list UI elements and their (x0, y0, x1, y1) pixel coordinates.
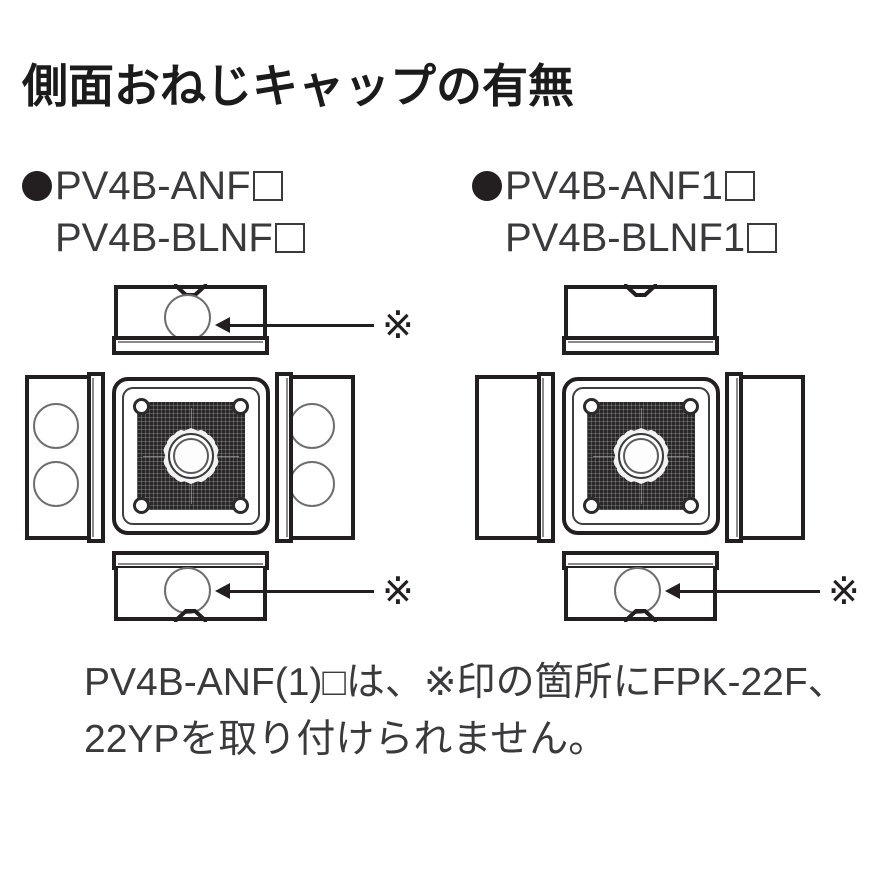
reference-mark: ※ (382, 569, 414, 613)
model-label-row: PV4B-BLNF1 (472, 212, 778, 264)
flange-line (568, 563, 713, 565)
callout-leader-line (215, 317, 374, 333)
callout-leader-line (215, 583, 374, 599)
reference-mark: ※ (382, 303, 414, 347)
flange-line (542, 378, 544, 537)
flange-line (92, 378, 94, 537)
model-label-row: PV4B-BLNF (22, 212, 305, 264)
knockout-hole (289, 403, 335, 449)
side-view-body (475, 375, 537, 540)
corner-screw-boss (583, 398, 600, 415)
knockout-hole (164, 294, 211, 341)
box-rim (122, 387, 260, 525)
page-title: 側面おねじキャップの有無 (22, 60, 574, 112)
corner-screw-boss (682, 497, 699, 514)
model-name: PV4B-ANF (55, 163, 251, 208)
knockout-hole (33, 461, 79, 507)
flange-line (286, 378, 288, 537)
model-label-row: PV4B-ANF (22, 160, 305, 212)
corner-screw-boss (232, 398, 249, 415)
model-label-column-right: PV4B-ANF1 PV4B-BLNF1 (472, 160, 778, 264)
filled-circle-icon (472, 171, 502, 201)
right-side-view-right (725, 372, 805, 543)
bottom-view-right (562, 551, 719, 622)
model-name: PV4B-BLNF (55, 215, 273, 260)
model-name: PV4B-BLNF1 (505, 215, 746, 260)
knockout-hole (33, 403, 79, 449)
side-view-body (293, 375, 355, 540)
left-side-view-right (475, 372, 555, 543)
top-view-left (112, 284, 269, 355)
callout-bottom-right-diagram: ※ (665, 569, 860, 613)
box-textured-field (137, 402, 245, 510)
top-view-flange (562, 336, 719, 355)
empty-square-icon (724, 171, 755, 201)
knockout-hole (614, 567, 661, 614)
diagram-left: ※ ※ (18, 283, 438, 623)
flange-line (736, 378, 738, 537)
footnote-text: PV4B-ANF(1)□は、※印の箇所にFPK-22F、22YPを取り付けられま… (84, 661, 847, 761)
side-view-flange (87, 372, 105, 543)
knockout-hole (289, 461, 335, 507)
model-name: PV4B-ANF1 (505, 163, 723, 208)
boss-inner-hole (623, 438, 659, 474)
flange-line (568, 341, 713, 343)
diagram-right: ※ (468, 283, 886, 623)
notch-icon (624, 609, 657, 622)
side-view-body (25, 375, 87, 540)
bottom-view-left (112, 551, 269, 622)
box-outer-shell (562, 377, 720, 535)
knockout-hole (164, 567, 211, 614)
top-view-right (562, 284, 719, 355)
side-view-flange (275, 372, 293, 543)
callout-top-left-diagram: ※ (215, 303, 414, 347)
side-view-body (743, 375, 805, 540)
empty-square-icon (274, 223, 305, 253)
top-view-flange (112, 336, 269, 355)
callout-bottom-left-diagram: ※ (215, 569, 414, 613)
notch-icon (624, 284, 657, 297)
corner-screw-boss (583, 497, 600, 514)
boss-inner-hole (173, 438, 209, 474)
model-label-row: PV4B-ANF1 (472, 160, 777, 212)
corner-screw-boss (682, 398, 699, 415)
notch-icon (174, 609, 207, 622)
filled-circle-icon (22, 171, 52, 201)
center-boss (163, 428, 219, 484)
center-plan-view-right (562, 377, 720, 535)
callout-leader-line (665, 583, 820, 599)
center-boss (613, 428, 669, 484)
flange-line (118, 341, 263, 343)
box-rim (572, 387, 710, 525)
model-label-column-left: PV4B-ANF PV4B-BLNF (22, 160, 305, 264)
corner-screw-boss (133, 497, 150, 514)
corner-screw-boss (133, 398, 150, 415)
corner-screw-boss (232, 497, 249, 514)
arrow-head-icon (215, 583, 230, 599)
reference-mark: ※ (828, 569, 860, 613)
side-view-flange (725, 372, 743, 543)
arrow-head-icon (215, 317, 230, 333)
empty-square-icon (747, 223, 778, 253)
left-side-view-left (25, 372, 105, 543)
flange-line (118, 563, 263, 565)
box-outer-shell (112, 377, 270, 535)
arrow-head-icon (665, 583, 680, 599)
empty-square-icon (252, 171, 283, 201)
center-plan-view-left (112, 377, 270, 535)
right-side-view-left (275, 372, 355, 543)
side-view-flange (537, 372, 555, 543)
